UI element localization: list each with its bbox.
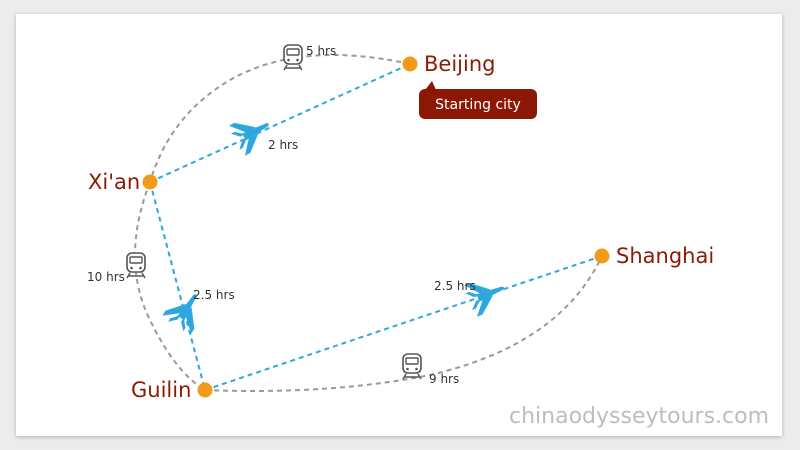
flight-duration-guilin-shanghai: 2.5 hrs: [434, 279, 476, 293]
watermark: chinaodysseytours.com: [509, 404, 769, 429]
starting-city-badge: Starting city: [419, 81, 537, 119]
flight-route-xian-beijing: [149, 63, 411, 183]
train-icon: [283, 44, 303, 71]
city-label-guilin: Guilin: [131, 378, 191, 402]
train-route-guilin-shanghai: [204, 255, 603, 392]
city-marker-xian: [142, 174, 158, 190]
train-duration-guilin-shanghai: 9 hrs: [429, 372, 459, 386]
city-marker-guilin: [197, 382, 213, 398]
flight-duration-xian-guilin: 2.5 hrs: [193, 288, 235, 302]
city-marker-beijing: [402, 56, 418, 72]
train-icon: [402, 353, 422, 380]
city-marker-shanghai: [594, 248, 610, 264]
route-map-card: [16, 14, 782, 436]
train-duration-xian-guilin: 10 hrs: [87, 270, 125, 284]
flight-route-xian-guilin: [149, 181, 206, 391]
city-label-xian: Xi'an: [88, 170, 140, 194]
train-route-xian-guilin: [134, 181, 206, 391]
city-label-shanghai: Shanghai: [616, 244, 714, 268]
train-duration-beijing-xian: 5 hrs: [306, 44, 336, 58]
city-label-beijing: Beijing: [424, 52, 495, 76]
flight-route-guilin-shanghai: [204, 255, 603, 391]
train-route-beijing-xian: [149, 54, 411, 183]
starting-city-label: Starting city: [435, 97, 521, 113]
flight-duration-xian-beijing: 2 hrs: [268, 138, 298, 152]
